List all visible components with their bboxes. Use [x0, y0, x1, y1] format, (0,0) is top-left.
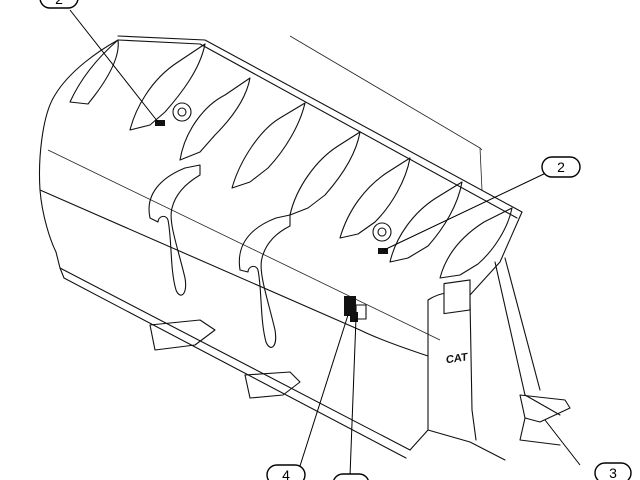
callout-2-right: 2: [541, 156, 581, 178]
callout-2-left: 2: [39, 0, 79, 9]
svg-text:2: 2: [55, 0, 63, 7]
callout-4: 4: [266, 464, 306, 480]
pin-bosses: [172, 102, 392, 242]
leader-lines: [69, 9, 581, 477]
svg-text:2: 2: [557, 159, 565, 175]
decal-right: [378, 248, 388, 254]
decal-center: [344, 296, 367, 322]
teeth: [69, 39, 513, 279]
bucket-side-plate: [469, 257, 571, 446]
callout-5: [333, 473, 369, 480]
underside-skids: [149, 319, 301, 399]
cat-logo: CAT: [443, 279, 471, 366]
bucket-shell: [38, 39, 523, 461]
callout-3: 3: [594, 462, 632, 480]
decal-left: [155, 120, 165, 126]
bucket-top-edge: [117, 35, 523, 219]
decals: [155, 120, 388, 322]
lifting-hooks: [148, 164, 291, 348]
svg-text:3: 3: [609, 465, 617, 480]
svg-text:4: 4: [282, 467, 290, 480]
cat-logo-text: CAT: [446, 351, 468, 366]
